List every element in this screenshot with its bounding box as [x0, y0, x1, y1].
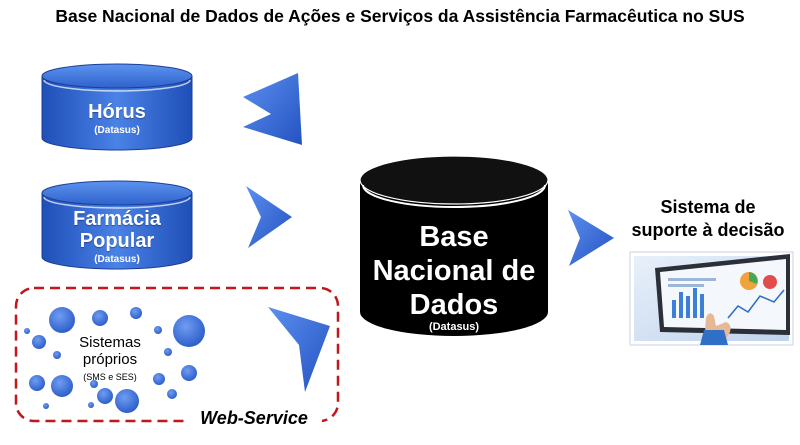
own-systems-label-line1: Sistemas [79, 334, 141, 351]
central-label-line1: Base [419, 221, 489, 253]
decision-support-image-icon [629, 251, 794, 346]
own-systems-bubbles-icon [24, 307, 205, 413]
page-title: Base Nacional de Dados de Ações e Serviç… [55, 6, 745, 26]
own-systems-label-line2: próprios [82, 351, 138, 368]
central-sub-label: (Datasus) [428, 321, 480, 333]
central-label-line3: Dados [409, 289, 499, 321]
arrow-own-systems-icon [268, 307, 330, 392]
arrow-horus-icon [243, 73, 302, 145]
farmacia-sub-label: (Datasus) [94, 254, 140, 265]
horus-sub-label: (Datasus) [94, 125, 140, 136]
horus-database-icon [41, 63, 193, 151]
own-systems-sub-label: (SMS e SES) [83, 372, 137, 382]
central-database-icon [359, 155, 549, 336]
web-service-label: Web-Service [186, 408, 322, 429]
arrow-farmacia-icon [246, 186, 292, 248]
decision-support-label-line2: suporte à decisão [631, 220, 785, 240]
farmacia-label-line1: Farmácia [73, 208, 161, 230]
horus-label: Hórus [88, 101, 146, 123]
own-systems-dashed-box [14, 286, 340, 423]
decision-support-label-line1: Sistema de [660, 197, 756, 217]
central-label-line2: Nacional de [372, 255, 536, 287]
farmacia-label-line2: Popular [79, 230, 155, 252]
arrow-output-icon [568, 210, 614, 266]
farmacia-popular-database-icon [41, 180, 193, 270]
